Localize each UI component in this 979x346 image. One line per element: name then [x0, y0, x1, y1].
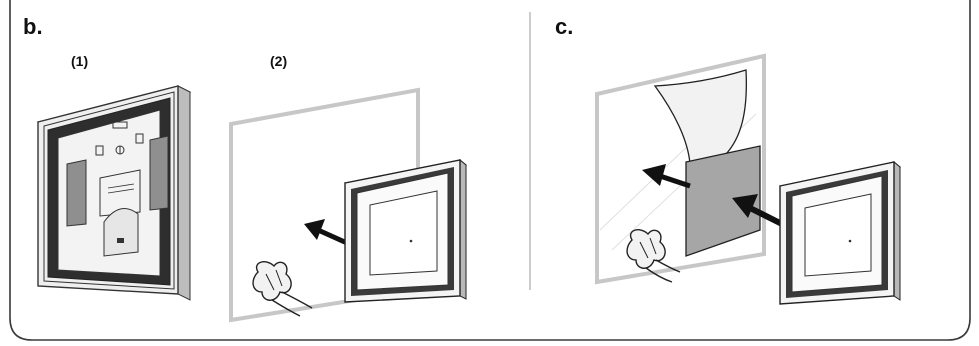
push-arrow-icon — [304, 219, 349, 246]
outer-border — [9, 0, 971, 341]
mounting-plate-icon — [36, 85, 192, 301]
switch-frame-icon-c — [778, 160, 902, 305]
step-1-label: (1) — [71, 53, 89, 69]
peeled-liner-icon — [653, 69, 748, 165]
step-2-label: (2) — [270, 53, 288, 69]
cleaning-cloth-hand-icon-c — [626, 229, 681, 283]
adhesive-sheet-icon — [685, 145, 761, 257]
switch-frame-icon — [343, 158, 468, 303]
cleaning-cloth-hand-icon — [252, 261, 313, 317]
panel-c-label: c. — [555, 14, 574, 39]
panel-b-label: b. — [23, 14, 43, 39]
push-arrow-icon-left — [642, 164, 691, 189]
